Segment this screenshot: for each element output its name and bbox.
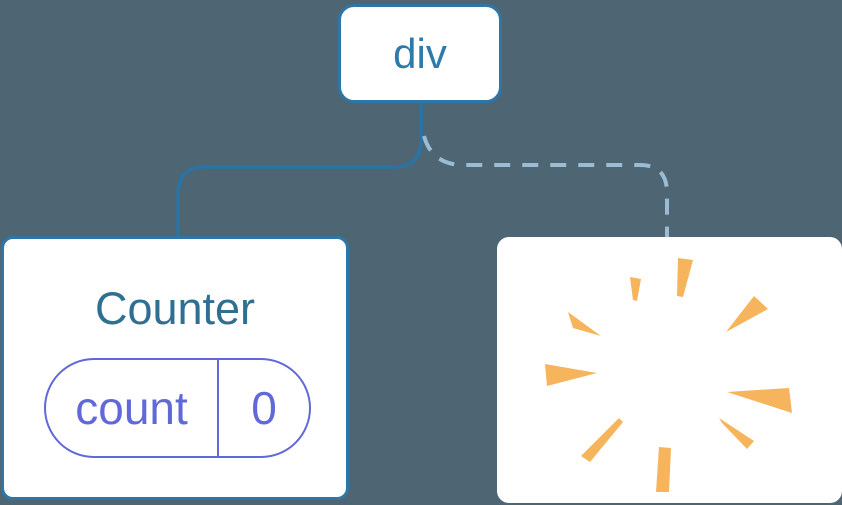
- edge-solid-div-to-counter: [176, 101, 423, 237]
- count-state-pill: count 0: [44, 358, 311, 458]
- poof-starburst-icon: [545, 258, 792, 492]
- poof-starburst-rays: [545, 258, 792, 492]
- state-pill-key: count: [75, 382, 188, 434]
- state-pill-value: 0: [217, 360, 309, 456]
- edge-dashed-div-to-poof: [422, 135, 669, 238]
- poof-card: [497, 237, 842, 503]
- counter-card-title: Counter: [94, 283, 256, 334]
- counter-card: Counter count 0: [1, 236, 349, 500]
- root-node-label: div: [393, 29, 447, 77]
- root-node-div: div: [338, 4, 502, 103]
